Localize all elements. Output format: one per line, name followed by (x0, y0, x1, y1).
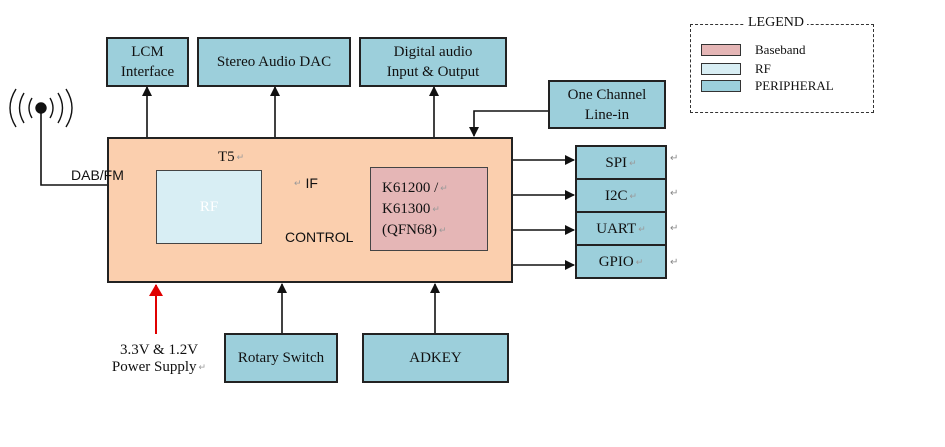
digital-audio-label-line1: Digital audio (393, 44, 473, 60)
return-mark-gpio: ↵ (670, 257, 679, 268)
power-supply-label: 3.3V & 1.2V Power Supply↵ (103, 342, 215, 376)
dab-fm-label: DAB/FM (71, 167, 124, 183)
rotary-switch-block: Rotary Switch (224, 333, 338, 383)
adkey-block: ADKEY (362, 333, 509, 383)
rf-label: RF (199, 199, 219, 215)
digital-audio-block: Digital audio Input & Output (359, 37, 507, 87)
uart-block: UART↵ (575, 211, 667, 246)
baseband-block: K61200 /↵ K61300↵ (QFN68)↵ (370, 167, 488, 251)
baseband-label-line3: (QFN68)↵ (382, 221, 447, 238)
uart-label: UART (596, 220, 637, 237)
legend-label-baseband: Baseband (755, 42, 806, 57)
t5-label: T5↵ (218, 149, 245, 165)
rotary-label: Rotary Switch (237, 350, 325, 366)
line-in-label-line1: One Channel (567, 86, 647, 103)
legend-item-baseband: Baseband (701, 42, 806, 57)
i2c-block: I2C↵ (575, 178, 667, 213)
i2c-label: I2C (604, 187, 628, 204)
antenna-icon (9, 88, 73, 128)
gpio-label: GPIO (598, 253, 634, 270)
control-label: CONTROL (285, 229, 354, 245)
baseband-label-line2: K61300↵ (382, 200, 440, 217)
return-mark-spi: ↵ (670, 153, 679, 164)
stereo-audio-dac-block: Stereo Audio DAC (197, 37, 351, 87)
legend-swatch-rf (701, 63, 741, 75)
adkey-label: ADKEY (409, 350, 462, 366)
line-in-label-line2: Line-in (584, 106, 630, 123)
line-in-block: One Channel Line-in (548, 80, 666, 129)
legend-swatch-baseband (701, 44, 741, 56)
spi-block: SPI↵ (575, 145, 667, 180)
stereo-dac-label: Stereo Audio DAC (216, 54, 332, 70)
legend-swatch-peripheral (701, 80, 741, 92)
lcm-interface-block: LCM Interface (106, 37, 189, 87)
rf-block: RF (156, 170, 262, 244)
legend-item-rf: RF (701, 61, 771, 76)
legend: LEGEND Baseband RF PERIPHERAL (690, 14, 874, 113)
legend-title: LEGEND (745, 14, 807, 32)
legend-label-peripheral: PERIPHERAL (755, 78, 834, 93)
baseband-label-line1: K61200 /↵ (382, 179, 448, 196)
if-label: ↵ IF (294, 175, 318, 191)
lcm-label-line2: Interface (120, 64, 175, 80)
arrow-from-line-in (469, 110, 549, 137)
power-line2: Power Supply↵ (111, 359, 207, 375)
power-line1: 3.3V & 1.2V (119, 342, 199, 358)
digital-audio-label-line2: Input & Output (386, 64, 480, 80)
legend-label-rf: RF (755, 61, 771, 76)
return-mark-i2c: ↵ (670, 188, 679, 199)
return-mark-uart: ↵ (670, 223, 679, 234)
lcm-label-line1: LCM (131, 44, 164, 60)
spi-label: SPI (605, 154, 628, 171)
gpio-block: GPIO↵ (575, 244, 667, 279)
legend-item-peripheral: PERIPHERAL (701, 78, 834, 93)
